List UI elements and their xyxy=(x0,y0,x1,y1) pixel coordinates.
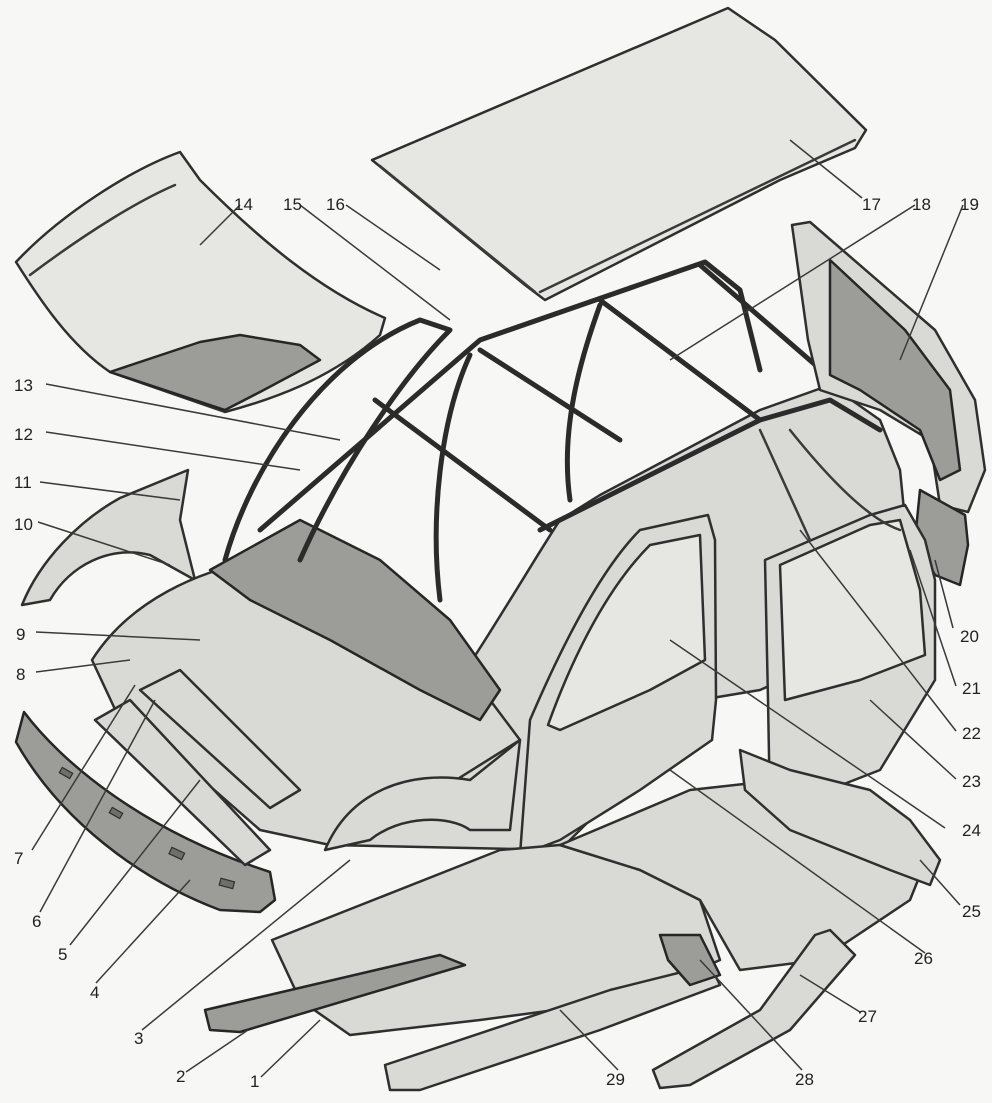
a-pillar-rail xyxy=(257,259,763,533)
callout-29: 29 xyxy=(606,1070,625,1089)
callout-18: 18 xyxy=(912,195,931,214)
windshield-frame xyxy=(222,317,453,563)
bumper-holes xyxy=(58,766,236,890)
side-sill xyxy=(203,953,467,1034)
callout-8: 8 xyxy=(16,665,25,684)
front-bumper xyxy=(14,710,277,914)
callout-1: 1 xyxy=(250,1072,259,1091)
callout-27: 27 xyxy=(858,1007,877,1026)
callout-21: 21 xyxy=(962,679,981,698)
front-wheel-arch xyxy=(323,738,522,852)
callout-7: 7 xyxy=(14,849,23,868)
callout-leaders xyxy=(31,139,964,1078)
callout-3: 3 xyxy=(134,1029,143,1048)
callout-22: 22 xyxy=(962,724,981,743)
callout-26: 26 xyxy=(914,949,933,968)
floor-cross-member xyxy=(383,963,722,1092)
callout-9: 9 xyxy=(16,625,25,644)
firewall-panel xyxy=(208,518,502,722)
tunnel-connector xyxy=(658,933,722,987)
tailgate-inner xyxy=(828,258,962,482)
callout-12: 12 xyxy=(14,425,33,444)
roof-panel xyxy=(370,6,868,302)
front-door-window xyxy=(546,533,707,732)
callout-14: 14 xyxy=(234,195,253,214)
front-longitudinal-member xyxy=(93,698,272,867)
callout-19: 19 xyxy=(960,195,979,214)
callout-13: 13 xyxy=(14,376,33,395)
rear-side-member xyxy=(651,928,857,1090)
callout-17: 17 xyxy=(862,195,881,214)
callout-25: 25 xyxy=(962,902,981,921)
callout-23: 23 xyxy=(962,772,981,791)
b-pillar xyxy=(433,302,603,603)
callout-20: 20 xyxy=(960,627,979,646)
roof-bows xyxy=(372,262,853,533)
callout-24: 24 xyxy=(962,821,981,840)
front-fender xyxy=(20,468,197,607)
callout-15: 15 xyxy=(283,195,302,214)
callout-4: 4 xyxy=(90,983,99,1002)
roof-panel-edge xyxy=(378,138,857,294)
callout-28: 28 xyxy=(795,1070,814,1089)
callout-16: 16 xyxy=(326,195,345,214)
callout-2: 2 xyxy=(176,1067,185,1086)
callout-6: 6 xyxy=(32,912,41,931)
front-longitudinal-upper xyxy=(138,668,302,810)
hood-inner-frame xyxy=(108,333,322,412)
quarter-panel-edge xyxy=(758,428,902,542)
callout-10: 10 xyxy=(14,515,33,534)
callout-5: 5 xyxy=(58,945,67,964)
hood-crease xyxy=(28,183,177,277)
rear-door-window xyxy=(778,518,927,702)
callout-labels: 1 2 3 4 5 6 7 8 9 10 11 12 13 14 15 16 1… xyxy=(14,195,981,1091)
callout-11: 11 xyxy=(14,473,32,492)
rear-floor-extension xyxy=(738,748,942,887)
roof-side-rail xyxy=(537,397,883,533)
